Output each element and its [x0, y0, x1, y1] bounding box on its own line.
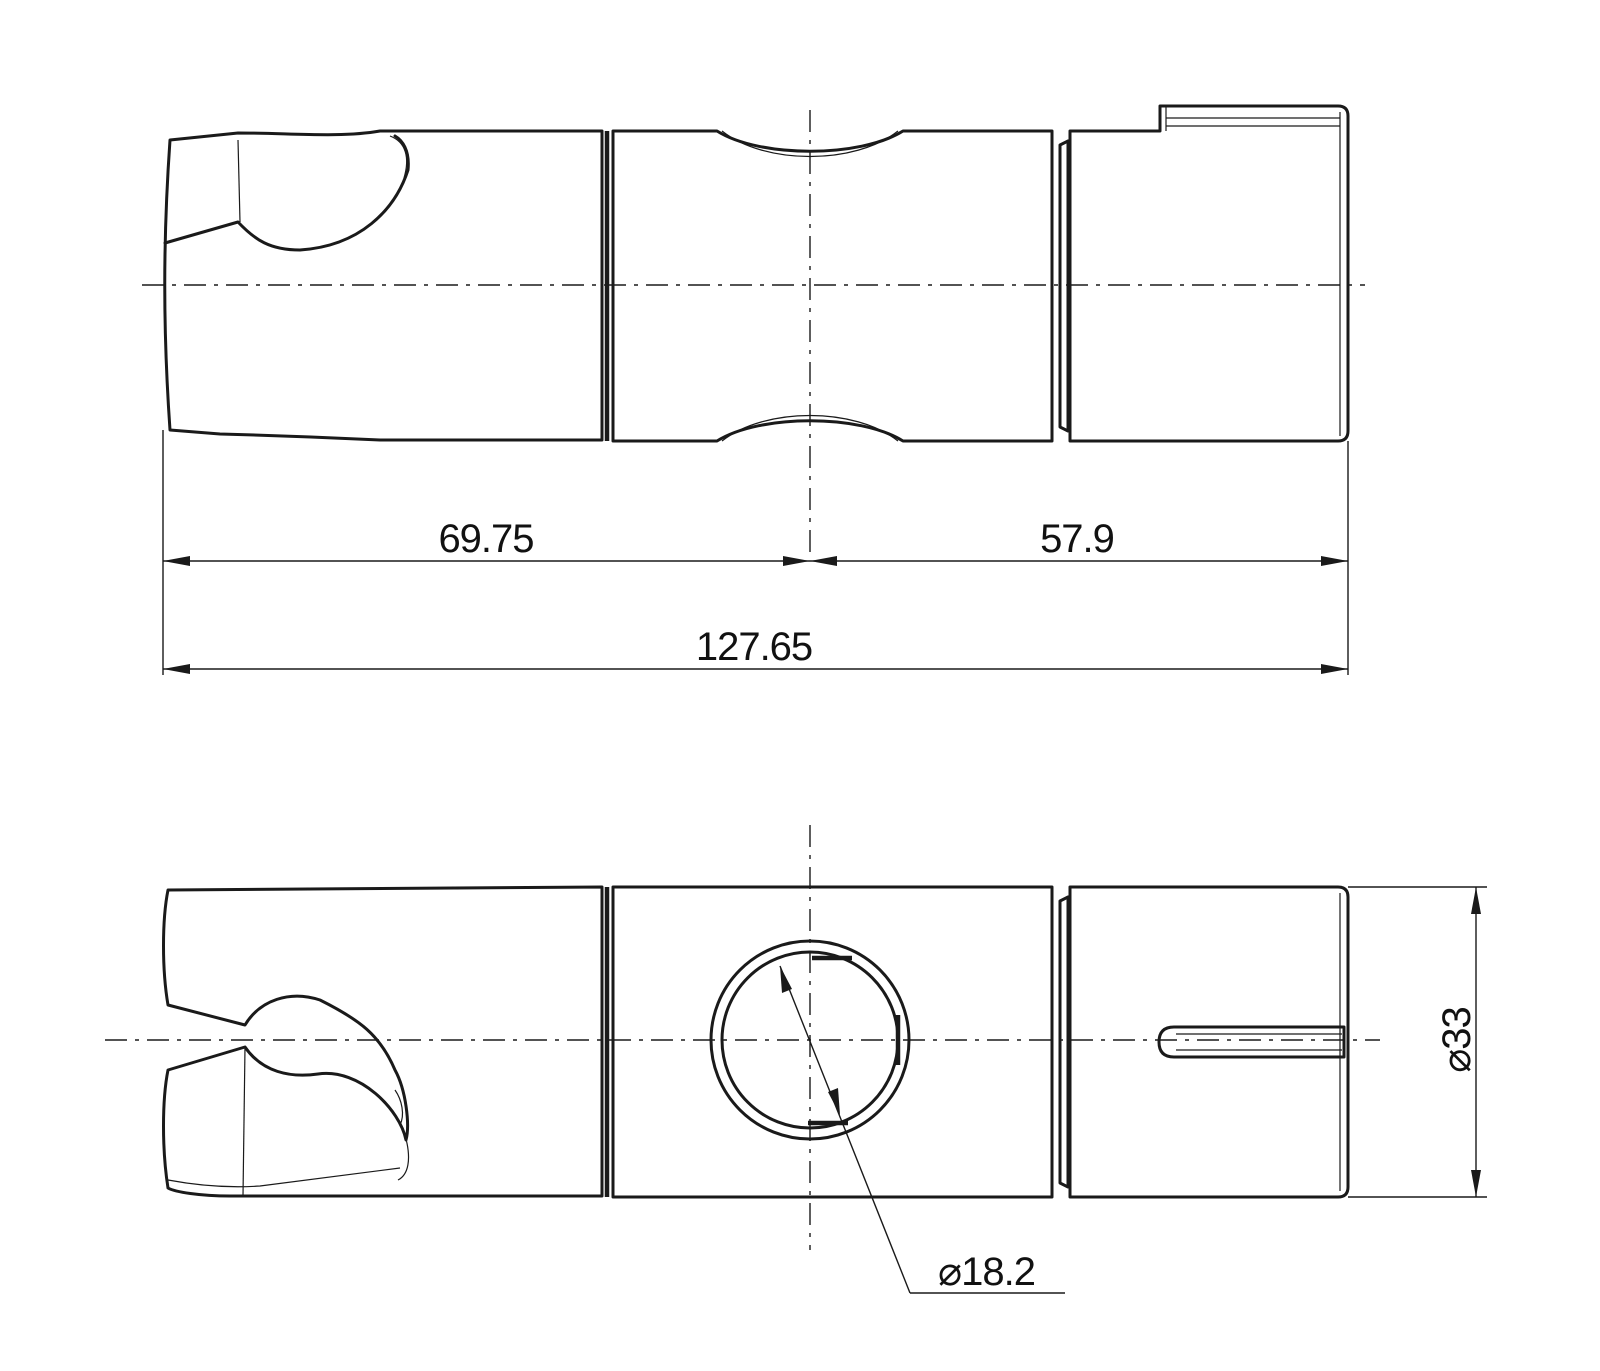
bottom-groove [1058, 895, 1070, 1189]
bottom-right-slot-section [1068, 885, 1350, 1199]
horizontal-dimensions: 69.75 57.9 127.65 [162, 430, 1349, 675]
top-middle-clamp-section [611, 129, 1054, 443]
diameter-33-dimension: ⌀33 [1348, 886, 1487, 1198]
top-left-grip-section [163, 129, 604, 442]
slot-outline [1157, 1025, 1346, 1059]
bottom-view [105, 825, 1380, 1250]
dimension-label-diameter-33: ⌀33 [1435, 1007, 1479, 1073]
dimension-127-65: 127.65 [163, 625, 1348, 674]
bore-outer-circle [709, 939, 911, 1141]
top-right-knob-section [1068, 104, 1350, 443]
diameter-18-2-dimension: ⌀18.2 [779, 965, 1065, 1294]
top-groove [1058, 139, 1070, 433]
bottom-middle-clamp-section [611, 885, 1054, 1199]
dimension-57-9: 57.9 [810, 517, 1348, 566]
dimension-69-75: 69.75 [163, 517, 810, 566]
dimension-label-69-75: 69.75 [438, 517, 533, 561]
bottom-left-fork-section [162, 885, 604, 1198]
dimension-label-diameter-18-2: ⌀18.2 [938, 1250, 1035, 1294]
dimension-label-127-65: 127.65 [696, 625, 812, 669]
top-view [142, 104, 1365, 560]
dimension-label-57-9: 57.9 [1040, 517, 1114, 561]
